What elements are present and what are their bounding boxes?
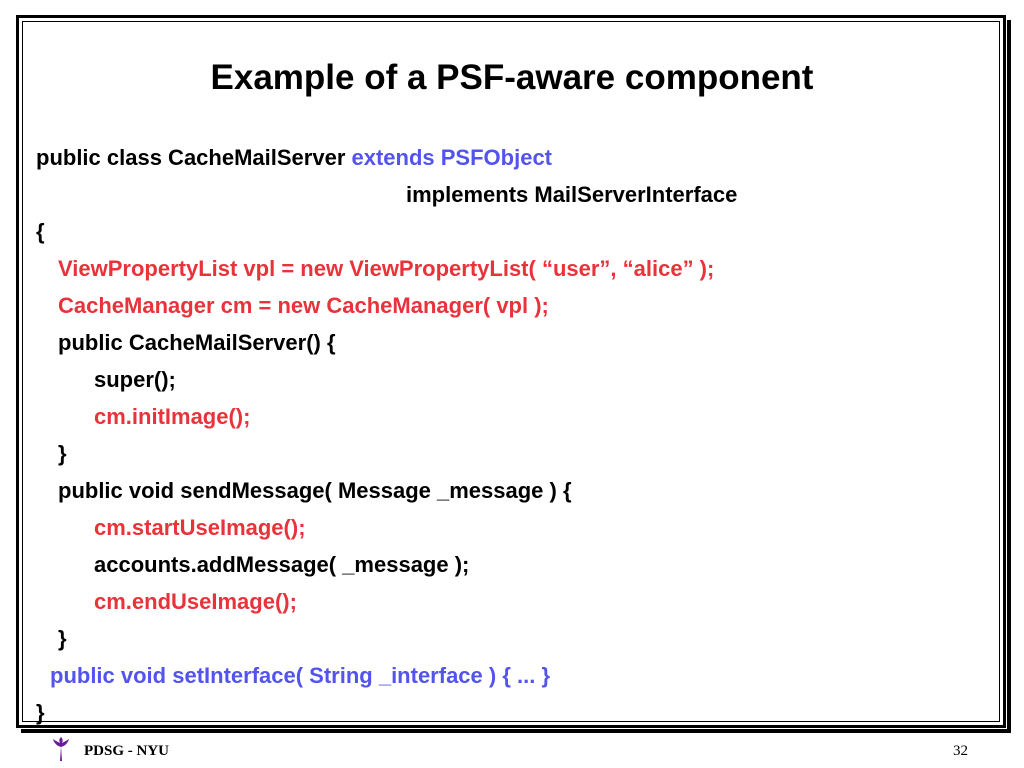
code-extends-clause: extends PSFObject [351, 145, 553, 170]
code-line-implements: implements MailServerInterface [406, 182, 738, 207]
code-line-set-interface: public void setInterface( String _interf… [50, 663, 551, 688]
slide-frame [16, 15, 1006, 728]
code-line-cache-manager: CacheManager cm = new CacheManager( vpl … [58, 293, 549, 318]
code-line-super-call: super(); [94, 367, 176, 392]
slide-frame-shadow [21, 20, 1011, 733]
code-line-add-message: accounts.addMessage( _message ); [94, 552, 470, 577]
page-number: 32 [953, 743, 968, 759]
torch-icon [50, 737, 72, 763]
code-line-init-image: cm.initImage(); [94, 404, 251, 429]
slide-title: Example of a PSF-aware component [210, 58, 814, 97]
slide-inner-frame [22, 21, 1000, 722]
code-line-constructor: public CacheMailServer() { [58, 330, 336, 355]
code-line-class-declaration: public class CacheMailServer extends PSF… [36, 145, 552, 171]
code-line-method-close: } [58, 626, 67, 651]
code-line-start-use-image: cm.startUseImage(); [94, 515, 306, 540]
code-class-name: public class CacheMailServer [36, 145, 352, 170]
code-line-send-message: public void sendMessage( Message _messag… [58, 478, 572, 503]
code-line-class-close: } [36, 700, 45, 725]
code-line-open-brace: { [36, 219, 45, 244]
code-line-end-use-image: cm.endUseImage(); [94, 589, 297, 614]
footer-org-label: PDSG - NYU [84, 743, 169, 759]
code-line-view-property-list: ViewPropertyList vpl = new ViewPropertyL… [58, 256, 715, 281]
code-line-constructor-close: } [58, 441, 67, 466]
